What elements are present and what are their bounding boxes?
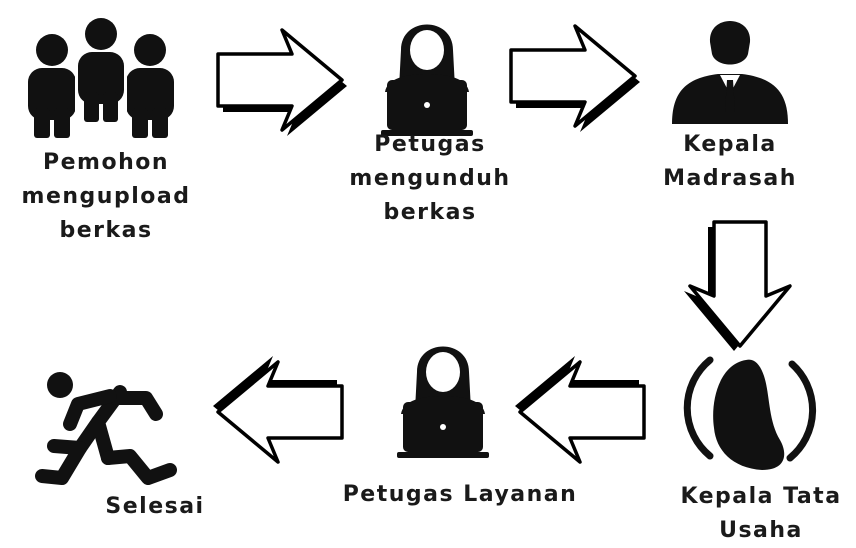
arrow-left-1 (513, 354, 646, 464)
step-label-petugas-layanan: Petugas Layanan (342, 482, 578, 507)
woman-laptop-icon-2 (397, 346, 489, 458)
arrow-down (682, 220, 792, 353)
arrow-right-1 (216, 28, 349, 138)
people-group-icon (28, 18, 174, 138)
woman-laptop-icon (381, 24, 473, 136)
step-label-pemohon: Pemohon mengupload berkas (21, 150, 191, 243)
man-suit-icon (672, 21, 788, 124)
arrow-left-2 (211, 354, 344, 464)
step-label-kepala-tata-usaha: Kepala Tata Usaha (680, 484, 842, 543)
step-label-selesai: Selesai (105, 494, 205, 519)
woman-hijab-icon (683, 356, 817, 470)
step-label-kepala-madrasah: Kepala Madrasah (663, 132, 797, 191)
arrow-right-2 (509, 24, 642, 134)
step-label-petugas: Petugas mengunduh berkas (349, 132, 511, 225)
running-man-icon (35, 372, 177, 485)
